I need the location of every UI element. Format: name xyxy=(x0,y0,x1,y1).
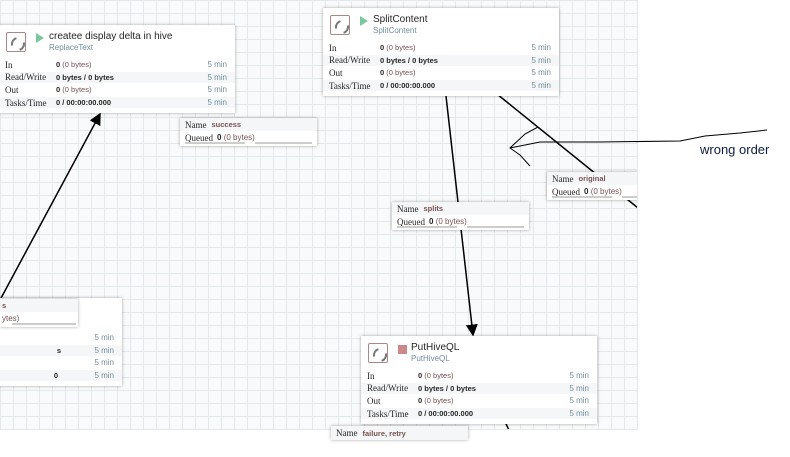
stat-label: In xyxy=(329,42,337,53)
stat-window: 5 min xyxy=(569,409,589,419)
stat-value: (0 bytes) xyxy=(435,217,467,226)
stat-window: 5 min xyxy=(531,55,551,65)
stat-value: splits xyxy=(423,204,444,213)
stat-window: 5 min xyxy=(531,43,551,53)
stat-value: 0 / 00:00:00.000 xyxy=(380,81,436,91)
stat-window: 5 min xyxy=(569,396,589,406)
stat-window: 5 min xyxy=(207,72,227,82)
stat-label: Queued xyxy=(552,186,580,197)
stat-label: Tasks/Time xyxy=(5,97,47,108)
stat-value: (0 bytes) xyxy=(223,133,255,142)
stat-label: Name xyxy=(552,173,574,184)
stat-label: Name xyxy=(185,119,207,130)
stat-value: 0 (0 bytes) xyxy=(56,85,92,95)
running-icon xyxy=(36,33,44,43)
stat-value: 0 bytes / 0 bytes xyxy=(56,72,114,82)
stat-value: 0 / 00:00:00.000 xyxy=(56,98,112,108)
connection-label-failure-retry[interactable]: Name failure, retry xyxy=(331,426,468,440)
stat-value: s xyxy=(2,301,7,310)
stat-value: ytes) xyxy=(2,314,20,323)
stat-window: 5 min xyxy=(207,85,227,95)
stat-value: original xyxy=(578,174,606,183)
stat-label: Queued xyxy=(185,132,213,143)
processor-icon xyxy=(368,343,388,363)
stat-label: Tasks/Time xyxy=(329,80,371,91)
stat-window: 5 min xyxy=(94,345,114,355)
stat-value: (0 bytes) xyxy=(386,68,416,78)
stat-value: 0 (0 bytes) xyxy=(56,60,92,70)
stat-label: Out xyxy=(5,84,19,95)
stat-value: 0 (0 bytes) xyxy=(429,217,467,226)
stat-label: Read/Write xyxy=(5,72,47,83)
running-icon xyxy=(360,16,368,26)
stat-value: 0 / 00:00:00.000 xyxy=(418,409,474,419)
annotation-text: wrong order xyxy=(700,142,770,157)
stat-label: Out xyxy=(329,67,343,78)
connection-label-success[interactable]: Name success Queued 0 (0 bytes) xyxy=(180,118,317,146)
stat-value: 0 (0 bytes) xyxy=(418,396,454,406)
stat-window: 5 min xyxy=(207,98,227,108)
stopped-icon xyxy=(398,345,407,354)
stat-window: 5 min xyxy=(569,383,589,393)
stat-label: Tasks/Time xyxy=(367,408,409,419)
connection-line-success xyxy=(0,112,101,301)
stat-label: In xyxy=(5,59,13,70)
stat-value: failure, retry xyxy=(362,428,406,438)
stat-value: 0 (0 bytes) xyxy=(584,187,622,196)
stat-window: 5 min xyxy=(94,333,114,343)
connection-label-splits[interactable]: Name splits Queued 0 (0 bytes) xyxy=(392,202,529,230)
connection-label-original[interactable]: Name original Queued 0 (0 bytes) xyxy=(547,172,637,200)
stat-value: 0 xyxy=(53,371,58,381)
processor-icon xyxy=(330,15,350,35)
stat-window: 5 min xyxy=(207,60,227,70)
stat-value: 0 bytes / 0 bytes xyxy=(380,55,438,65)
stat-value: 0 (0 bytes) xyxy=(380,68,416,78)
flow-canvas[interactable]: 5 min s 5 min 5 min 0 5 min s ytes) create… xyxy=(0,0,638,430)
stat-window: 5 min xyxy=(94,358,114,368)
stat-label: Read/Write xyxy=(329,55,371,66)
stat-window: 5 min xyxy=(569,371,589,381)
stat-value: 0 (0 bytes) xyxy=(217,133,255,142)
connection-label-partial[interactable]: s ytes) xyxy=(0,299,78,327)
processor-icon xyxy=(6,32,26,52)
stat-value: (0 bytes) xyxy=(62,85,92,95)
stat-label: Read/Write xyxy=(367,383,409,394)
stat-value: 0 (0 bytes) xyxy=(418,371,454,381)
stat-value: s xyxy=(56,345,61,355)
stat-label: Name xyxy=(397,203,419,214)
stat-label: Out xyxy=(367,395,381,406)
stat-value: 0 bytes / 0 bytes xyxy=(418,383,476,393)
stat-window: 5 min xyxy=(94,371,114,381)
stat-value: (0 bytes) xyxy=(424,396,454,406)
stat-window: 5 min xyxy=(531,81,551,91)
stat-value: (0 bytes) xyxy=(386,43,416,53)
stat-value: (0 bytes) xyxy=(590,187,622,196)
stat-value: (0 bytes) xyxy=(424,371,454,381)
stat-value: success xyxy=(211,120,242,129)
stat-label: Name xyxy=(336,428,358,438)
stat-label: In xyxy=(367,370,375,381)
stat-window: 5 min xyxy=(531,68,551,78)
stat-value: 0 (0 bytes) xyxy=(380,43,416,53)
stat-label: Queued xyxy=(397,216,425,227)
stat-value: (0 bytes) xyxy=(62,60,92,70)
